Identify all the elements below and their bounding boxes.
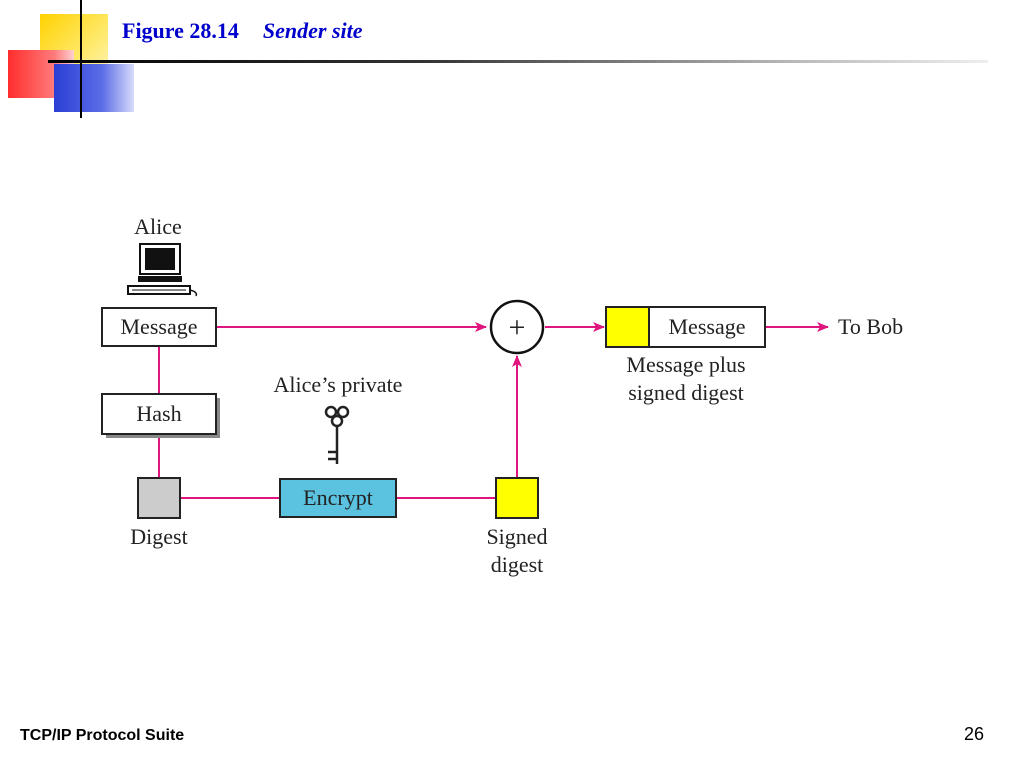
key-label: Alice’s private [274,372,403,397]
output-caption-line1: Message plus [626,352,745,377]
output-signed-square [605,306,650,348]
output-caption-line2: signed digest [628,380,744,405]
signed-label-line2: digest [491,552,544,577]
decor-vertical-line [80,0,82,118]
signed-label-line1: Signed [486,524,547,549]
output-message-box: Message [605,306,766,348]
message-box: Message [101,307,217,347]
key-icon [324,405,350,464]
hash-label: Hash [136,401,181,426]
digest-label: Digest [130,524,187,549]
footer-suite-name: TCP/IP Protocol Suite [20,727,185,744]
signed-digest-square [495,477,539,519]
digest-square [137,477,181,519]
message-label: Message [121,314,198,339]
decor-horizontal-line [48,60,988,63]
to-bob-label: To Bob [838,314,903,339]
computer-icon [127,243,198,297]
alice-label: Alice [134,214,182,239]
hash-box: Hash [101,393,220,438]
slide-title: Figure 28.14 Sender site [122,18,363,44]
plus-symbol: + [509,311,526,344]
output-message-label: Message [669,314,746,339]
figure-title: Sender site [262,18,363,43]
page-number: 26 [964,724,985,744]
plus-circle: + [489,299,545,355]
encrypt-box: Encrypt [279,478,397,518]
encrypt-label: Encrypt [303,485,373,510]
figure-number: Figure 28.14 [122,18,239,43]
decor-blue-square [54,64,134,112]
